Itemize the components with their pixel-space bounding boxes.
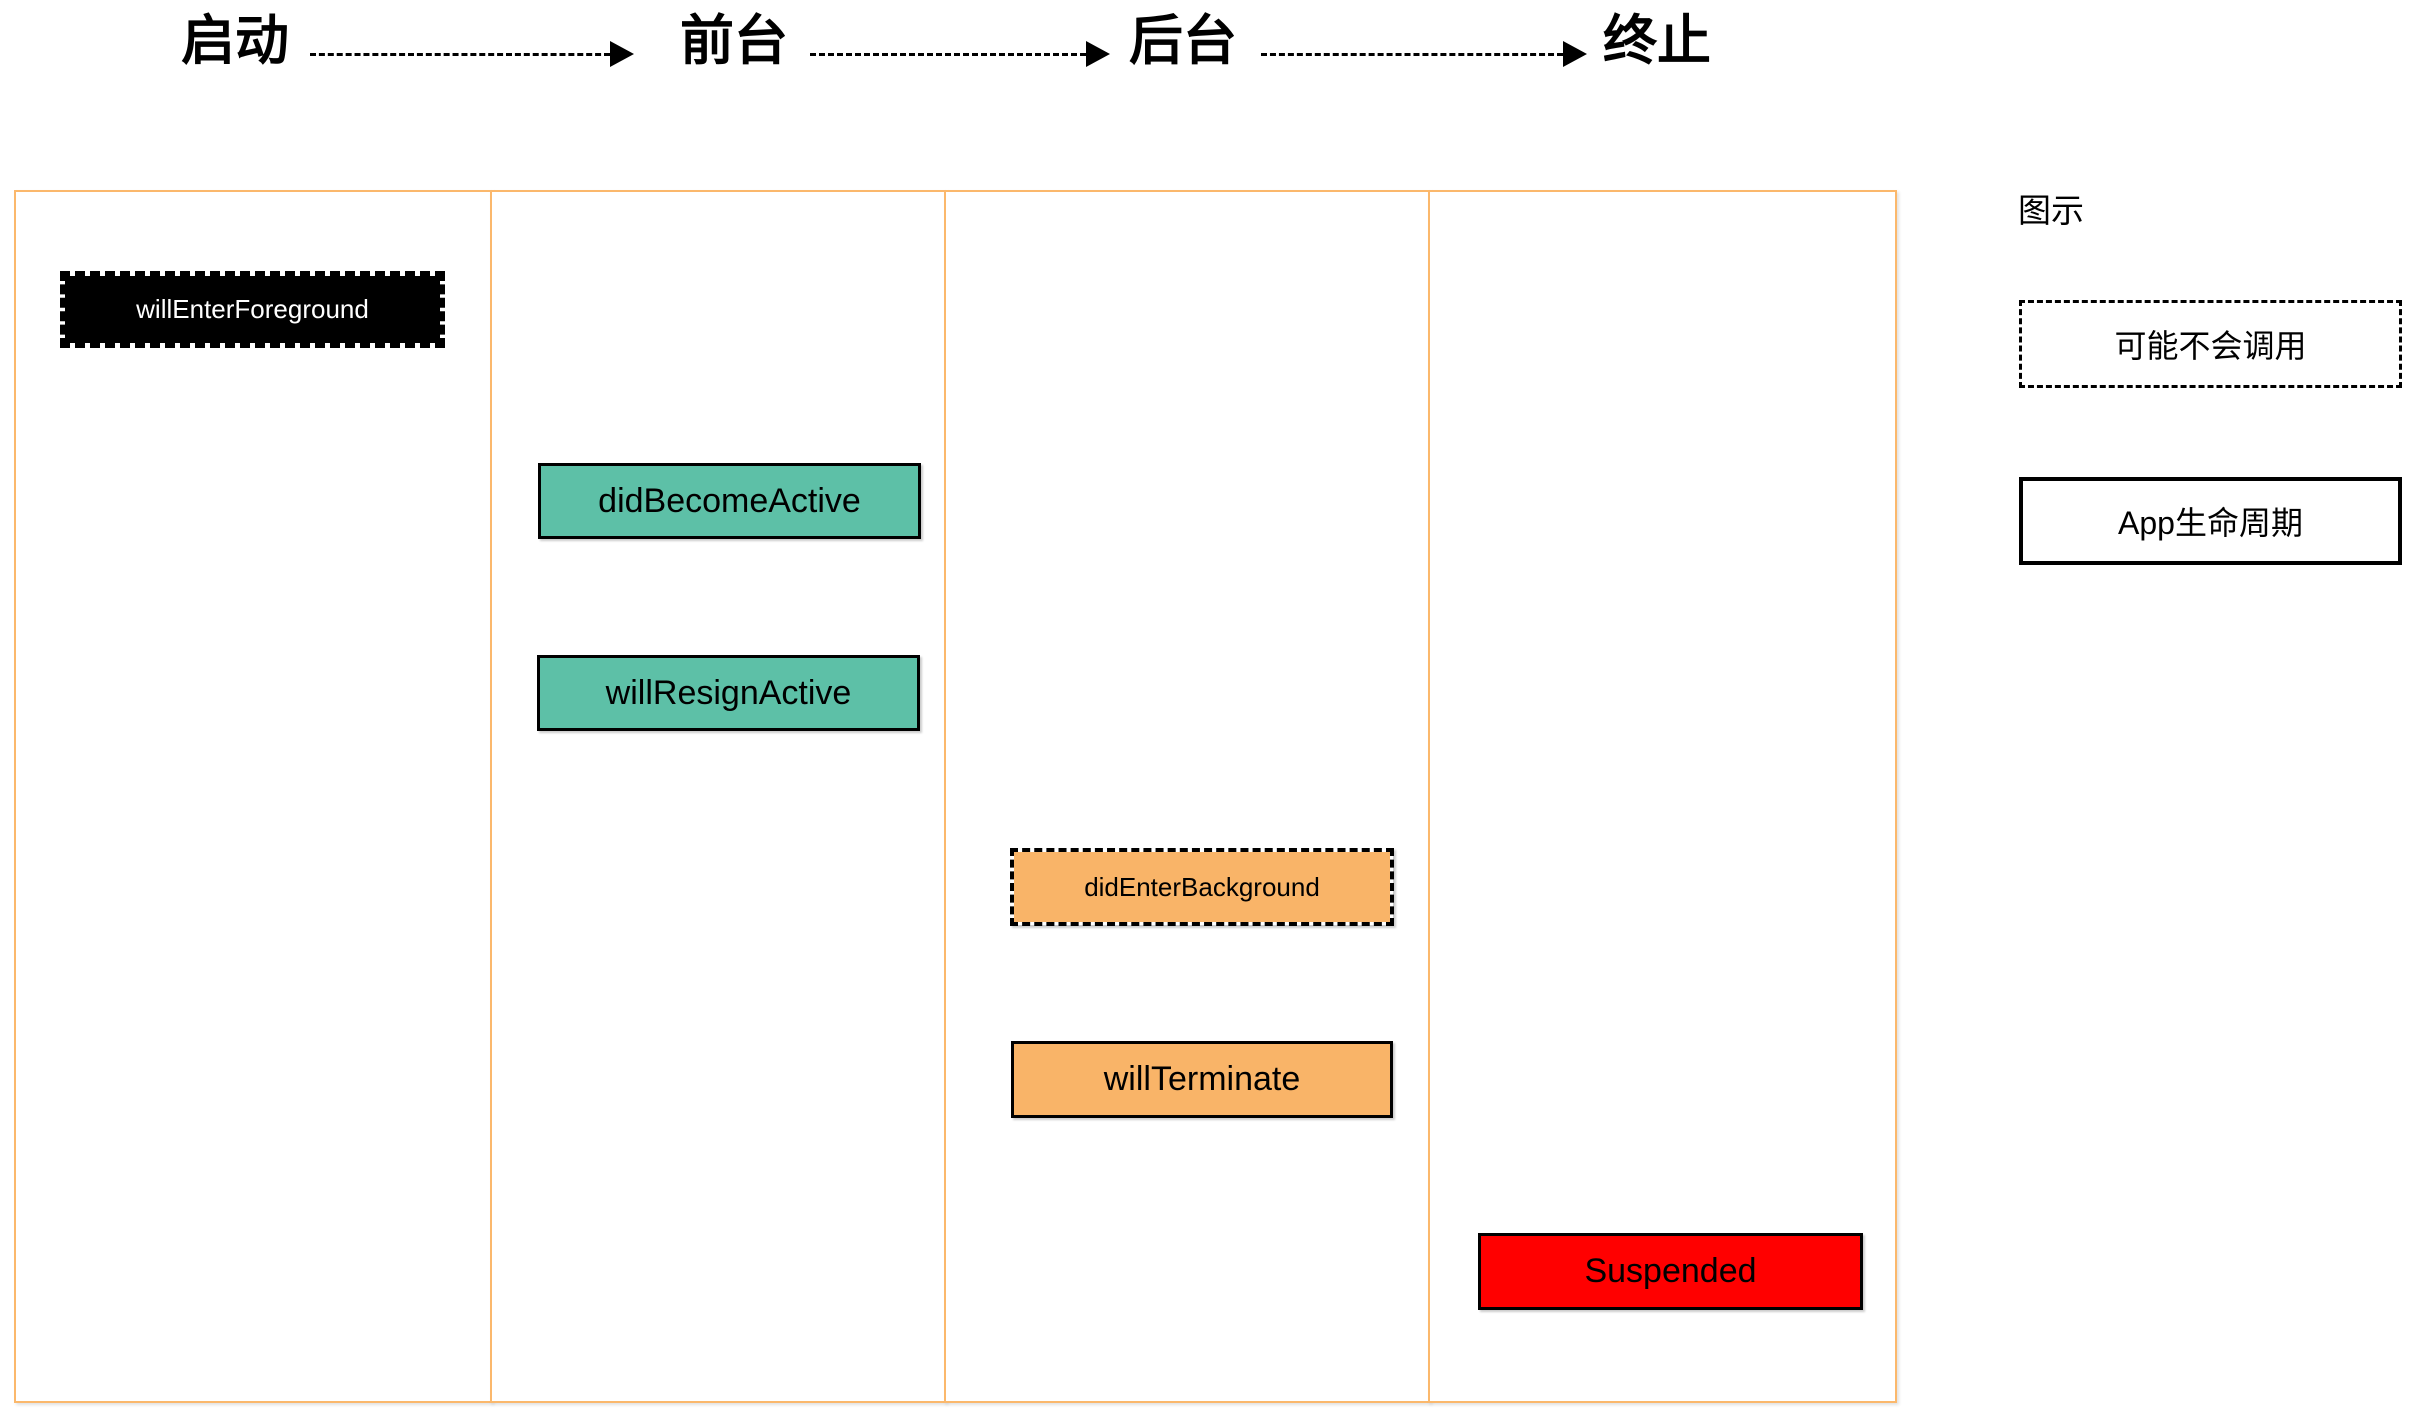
lane-background bbox=[944, 190, 1430, 1403]
event-box-suspended: Suspended bbox=[1478, 1233, 1863, 1310]
lane-launch bbox=[14, 190, 492, 1403]
stage-label-terminate: 终止 bbox=[1603, 11, 1711, 71]
legend-item-may-not-be-called: 可能不会调用 bbox=[2019, 300, 2402, 388]
event-box-will-terminate: willTerminate bbox=[1011, 1041, 1393, 1118]
lane-foreground bbox=[490, 190, 946, 1403]
stage-label-background: 后台 bbox=[1129, 11, 1237, 71]
lifecycle-lanes-container bbox=[14, 190, 1897, 1403]
flow-arrow-background-to-terminate bbox=[1261, 41, 1587, 67]
legend-item-app-lifecycle: App生命周期 bbox=[2019, 477, 2402, 565]
stage-label-launch: 启动 bbox=[181, 11, 289, 71]
flow-arrow-launch-to-foreground bbox=[310, 41, 634, 67]
arrowhead-icon bbox=[1563, 41, 1587, 67]
arrowhead-icon bbox=[1086, 41, 1110, 67]
legend-title: 图示 bbox=[2018, 192, 2084, 229]
event-box-did-enter-background: didEnterBackground bbox=[1010, 848, 1394, 926]
event-box-did-become-active: didBecomeActive bbox=[538, 463, 921, 539]
flow-arrow-foreground-to-background bbox=[810, 41, 1110, 67]
event-box-will-enter-foreground: willEnterForeground bbox=[60, 271, 445, 348]
lane-terminate bbox=[1428, 190, 1897, 1403]
stage-label-foreground: 前台 bbox=[680, 11, 788, 71]
arrowhead-icon bbox=[610, 41, 634, 67]
event-box-will-resign-active: willResignActive bbox=[537, 655, 920, 731]
